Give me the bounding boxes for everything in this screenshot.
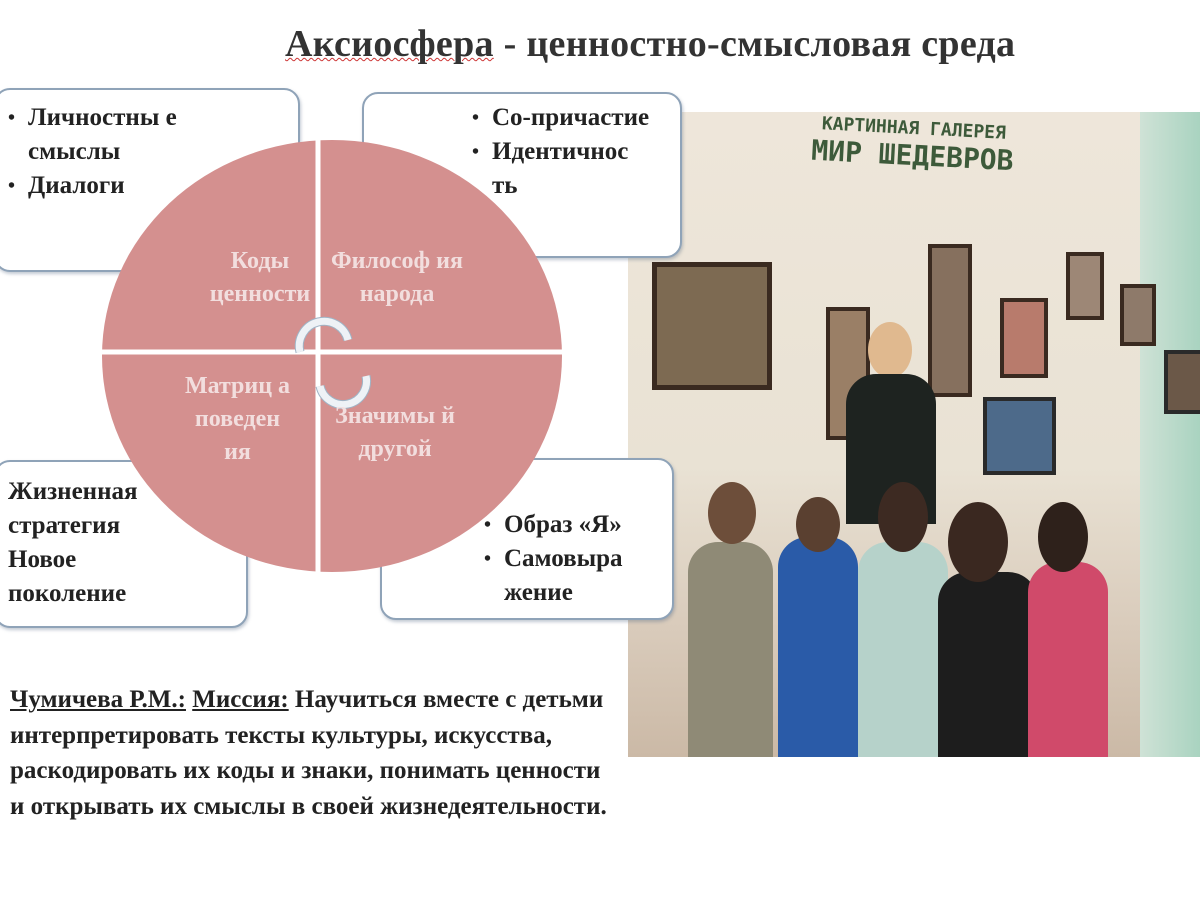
mission-statement: Чумичева Р.М.: Миссия: Научиться вместе … xyxy=(10,682,610,824)
bottom-right-list: Образ «Я»Самовыра жение xyxy=(480,508,655,610)
quadrant-matrix: Матриц а поведен ия xyxy=(184,373,291,465)
list-item: Самовыра жение xyxy=(484,542,655,610)
painting xyxy=(652,262,772,390)
gallery-photo: КАРТИННАЯ ГАЛЕРЕЯ МИР ШЕДЕВРОВ xyxy=(628,112,1200,757)
list-item: Жизненная стратегия xyxy=(8,478,138,539)
mission-text: Научиться вместе с детьми интерпретирова… xyxy=(10,686,607,820)
title-rest: - ценностно-смысловая среда xyxy=(493,23,1016,65)
list-item: Идентичнос ть xyxy=(472,135,658,203)
quadrant-philosophy: Философ ия народа xyxy=(331,248,463,307)
painting xyxy=(983,397,1056,475)
children xyxy=(678,422,1138,757)
painting xyxy=(1164,350,1200,414)
list-item: Личностны е смыслы xyxy=(8,101,194,169)
bottom-left-list: Жизненная стратегия Новое поколение xyxy=(8,475,168,611)
list-item: Новое поколение xyxy=(8,546,127,607)
top-left-list: Личностны е смыслыДиалоги xyxy=(4,101,194,203)
quadrant-significant-other: Значимы й другой xyxy=(335,403,455,462)
gallery-sign: КАРТИННАЯ ГАЛЕРЕЯ МИР ШЕДЕВРОВ xyxy=(777,112,1049,179)
quadrant-codes: Коды ценности xyxy=(209,248,311,307)
cycle-arrows-icon xyxy=(294,316,372,410)
painting xyxy=(1000,298,1048,378)
painting xyxy=(928,244,972,397)
painting xyxy=(1066,252,1104,320)
top-right-list: Со-причастиеИдентичнос ть xyxy=(468,101,658,203)
mission-label: Миссия: xyxy=(192,686,289,713)
list-item: Образ «Я» xyxy=(484,508,655,542)
mission-author: Чумичева Р.М.: xyxy=(10,686,186,713)
wall-edge xyxy=(1140,112,1200,757)
list-item: Со-причастие xyxy=(472,101,658,135)
list-item: Диалоги xyxy=(8,169,194,203)
painting xyxy=(1120,284,1156,346)
slide-title: Аксиосфера - ценностно-смысловая среда xyxy=(285,22,1015,66)
title-keyword: Аксиосфера xyxy=(285,23,494,65)
wheel-circle xyxy=(102,140,562,572)
values-wheel xyxy=(102,140,562,572)
